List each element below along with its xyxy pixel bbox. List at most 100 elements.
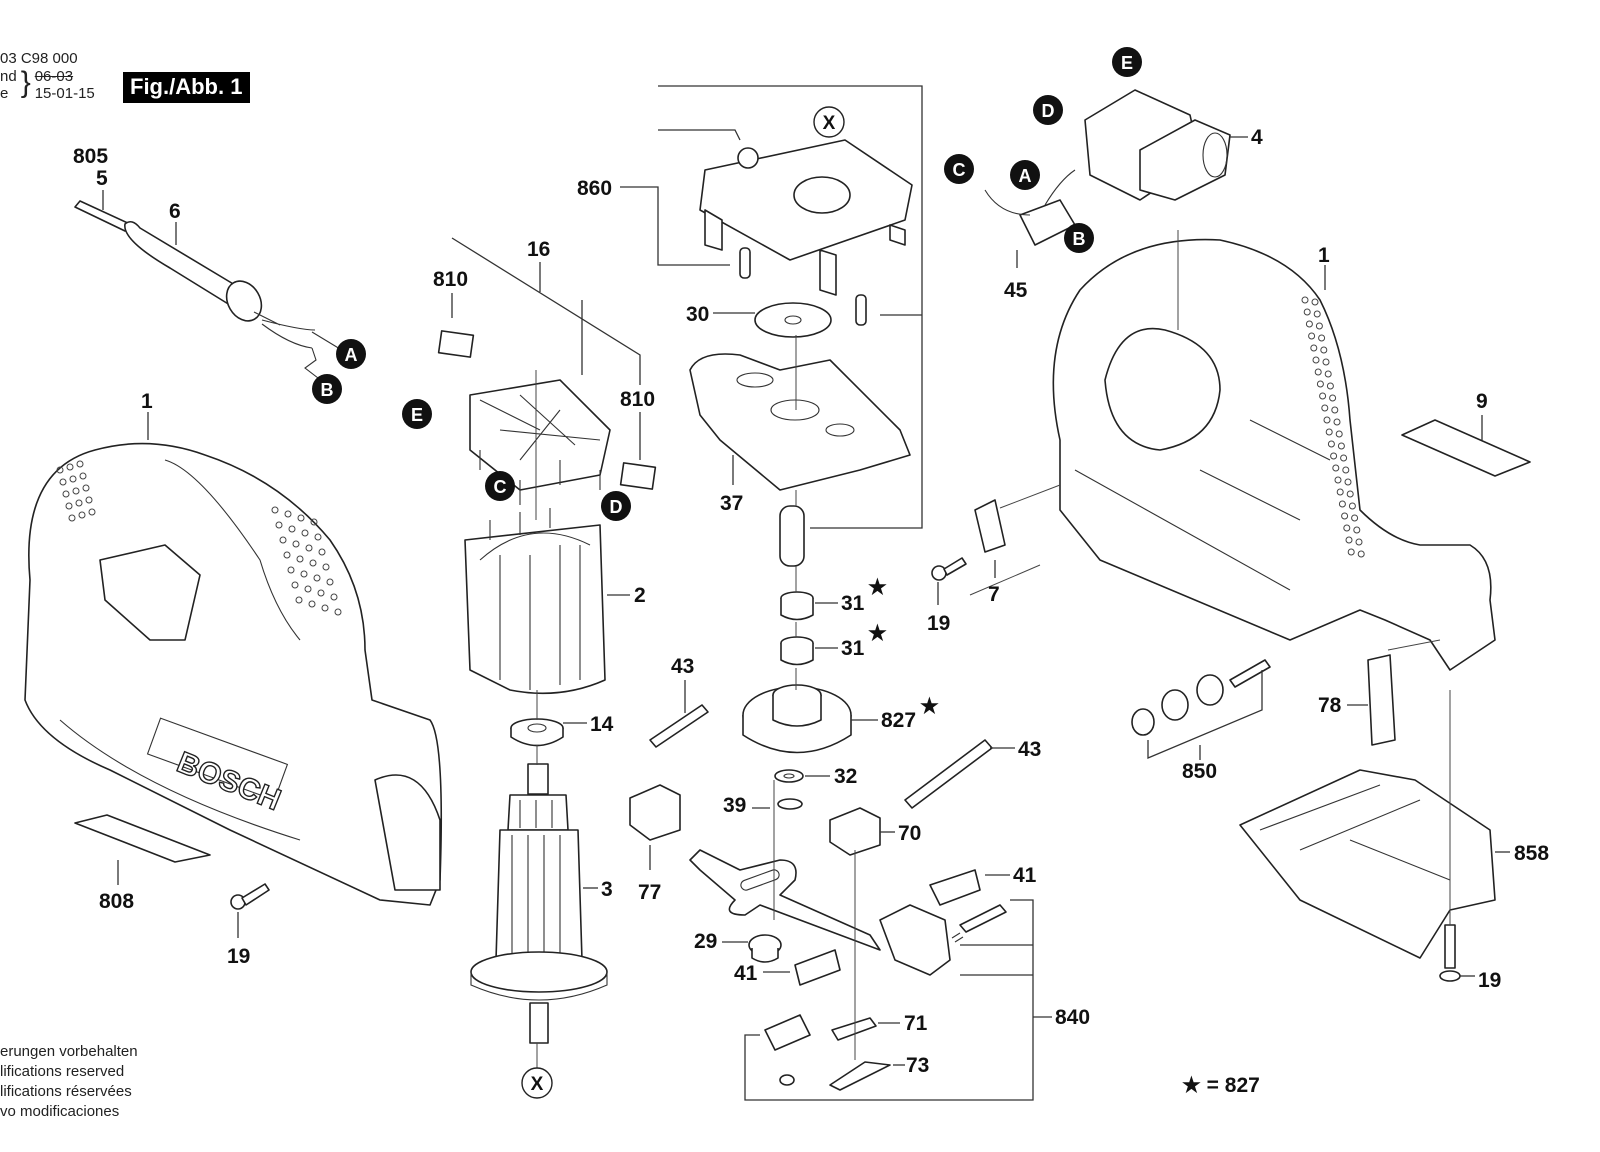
disclaimer-line-en: lifications reserved — [0, 1063, 125, 1080]
block-77-part — [629, 784, 681, 841]
washer-30-part — [754, 302, 832, 338]
vent-hole — [82, 484, 90, 492]
star-legend-text: = 827 — [1206, 1074, 1260, 1097]
callout-41-lower: 41 — [734, 962, 758, 985]
star-icon: ★ — [1182, 1074, 1201, 1097]
vent-hole — [318, 548, 326, 556]
vent-hole — [66, 463, 74, 471]
reference-marker-x-top: X — [813, 106, 845, 138]
vent-hole — [1322, 358, 1330, 366]
rollers-850-part — [1131, 659, 1271, 736]
clip-41-upper-part — [929, 869, 981, 906]
callout-5: 5 — [96, 167, 108, 190]
callout-16: 16 — [527, 238, 550, 261]
guide-plate-37-part — [689, 353, 911, 491]
callout-77: 77 — [638, 881, 661, 904]
vent-hole — [76, 460, 84, 468]
vent-hole — [300, 570, 308, 578]
vent-hole — [275, 521, 283, 529]
callout-32: 32 — [834, 765, 857, 788]
part-number-labels: 805 5 6 1 808 19 16 810 810 2 14 3 860 3… — [73, 126, 1549, 1077]
callout-19-left: 19 — [227, 945, 250, 968]
revision-date-new: 15-01-15 — [34, 85, 95, 102]
vent-hole — [75, 499, 83, 507]
vent-hole — [79, 472, 87, 480]
vent-hole — [292, 540, 300, 548]
callout-31-upper: 31 — [841, 592, 865, 615]
callout-29: 29 — [694, 930, 717, 953]
callout-14: 14 — [590, 713, 614, 736]
callout-71: 71 — [904, 1012, 928, 1035]
vent-hole — [1334, 476, 1342, 484]
vent-hole — [1336, 488, 1344, 496]
vent-hole — [284, 510, 292, 518]
vent-hole — [309, 559, 317, 567]
guide-frame-860-part — [699, 139, 913, 326]
vent-hole — [1312, 356, 1320, 364]
spring-pin-part — [951, 904, 1007, 943]
vent-hole — [1310, 344, 1318, 352]
needle-bearing-31-lower — [780, 636, 814, 666]
label-plate-808 — [74, 814, 211, 863]
svg-text:E: E — [411, 405, 423, 425]
vent-hole — [1319, 392, 1327, 400]
callout-31-lower: 31 — [841, 637, 865, 660]
callout-39: 39 — [723, 794, 746, 817]
vent-hole — [59, 478, 67, 486]
callout-2: 2 — [634, 584, 646, 607]
roller-holder-part — [879, 904, 951, 976]
callout-840: 840 — [1055, 1006, 1090, 1029]
connector-marker-e-left: E — [402, 399, 432, 429]
vent-hole — [271, 506, 279, 514]
callout-78: 78 — [1318, 694, 1342, 717]
vent-hole — [295, 596, 303, 604]
revision-date-old: 06-03 — [34, 68, 74, 85]
brush-holder-part — [437, 330, 657, 505]
document-code: 03 C98 000 — [0, 50, 78, 67]
vent-dots-right — [1301, 296, 1365, 558]
vent-hole — [1351, 514, 1359, 522]
housing-half-right-part — [1052, 238, 1496, 671]
vent-hole — [321, 604, 329, 612]
vent-hole — [1314, 368, 1322, 376]
screw-19-left — [230, 883, 270, 910]
vent-hole — [1342, 466, 1350, 474]
callout-4: 4 — [1251, 126, 1263, 149]
screw-19-mid — [931, 557, 967, 581]
reference-marker-x-bottom: X — [521, 1067, 553, 1099]
suppressor-45-part — [984, 169, 1076, 246]
callout-37: 37 — [720, 492, 743, 515]
slide-71-part — [831, 1017, 877, 1041]
vent-hole — [1332, 464, 1340, 472]
vent-hole — [1357, 550, 1365, 558]
pin-part — [779, 505, 805, 567]
vent-hole — [1353, 526, 1361, 534]
vent-hole — [1341, 512, 1349, 520]
callout-73: 73 — [906, 1054, 929, 1077]
connector-marker-a-right: A — [1010, 160, 1040, 190]
vent-hole — [1345, 536, 1353, 544]
callout-19-right: 19 — [1478, 969, 1501, 992]
star-legend: ★ = 827 — [1182, 1073, 1260, 1098]
vent-hole — [330, 593, 338, 601]
vent-hole — [304, 585, 312, 593]
vent-hole — [313, 574, 321, 582]
revision-label-1: nd — [0, 68, 17, 85]
callout-858: 858 — [1514, 842, 1549, 865]
callout-7: 7 — [988, 583, 1000, 606]
vent-hole — [1325, 428, 1333, 436]
figure-badge: Fig./Abb. 1 — [123, 72, 251, 103]
vent-hole — [1308, 332, 1316, 340]
vent-hole — [65, 502, 73, 510]
vent-hole — [1323, 416, 1331, 424]
connector-marker-a-left: A — [336, 339, 366, 369]
star-marker-827: ★ — [920, 695, 939, 718]
callout-827: 827 — [881, 709, 916, 732]
vent-hole — [1321, 404, 1329, 412]
vent-hole — [72, 487, 80, 495]
lever-plate-part — [689, 849, 881, 951]
callout-41-upper: 41 — [1013, 864, 1037, 887]
svg-text:D: D — [610, 497, 623, 517]
vent-hole — [88, 508, 96, 516]
connector-marker-d-right: D — [1033, 95, 1063, 125]
